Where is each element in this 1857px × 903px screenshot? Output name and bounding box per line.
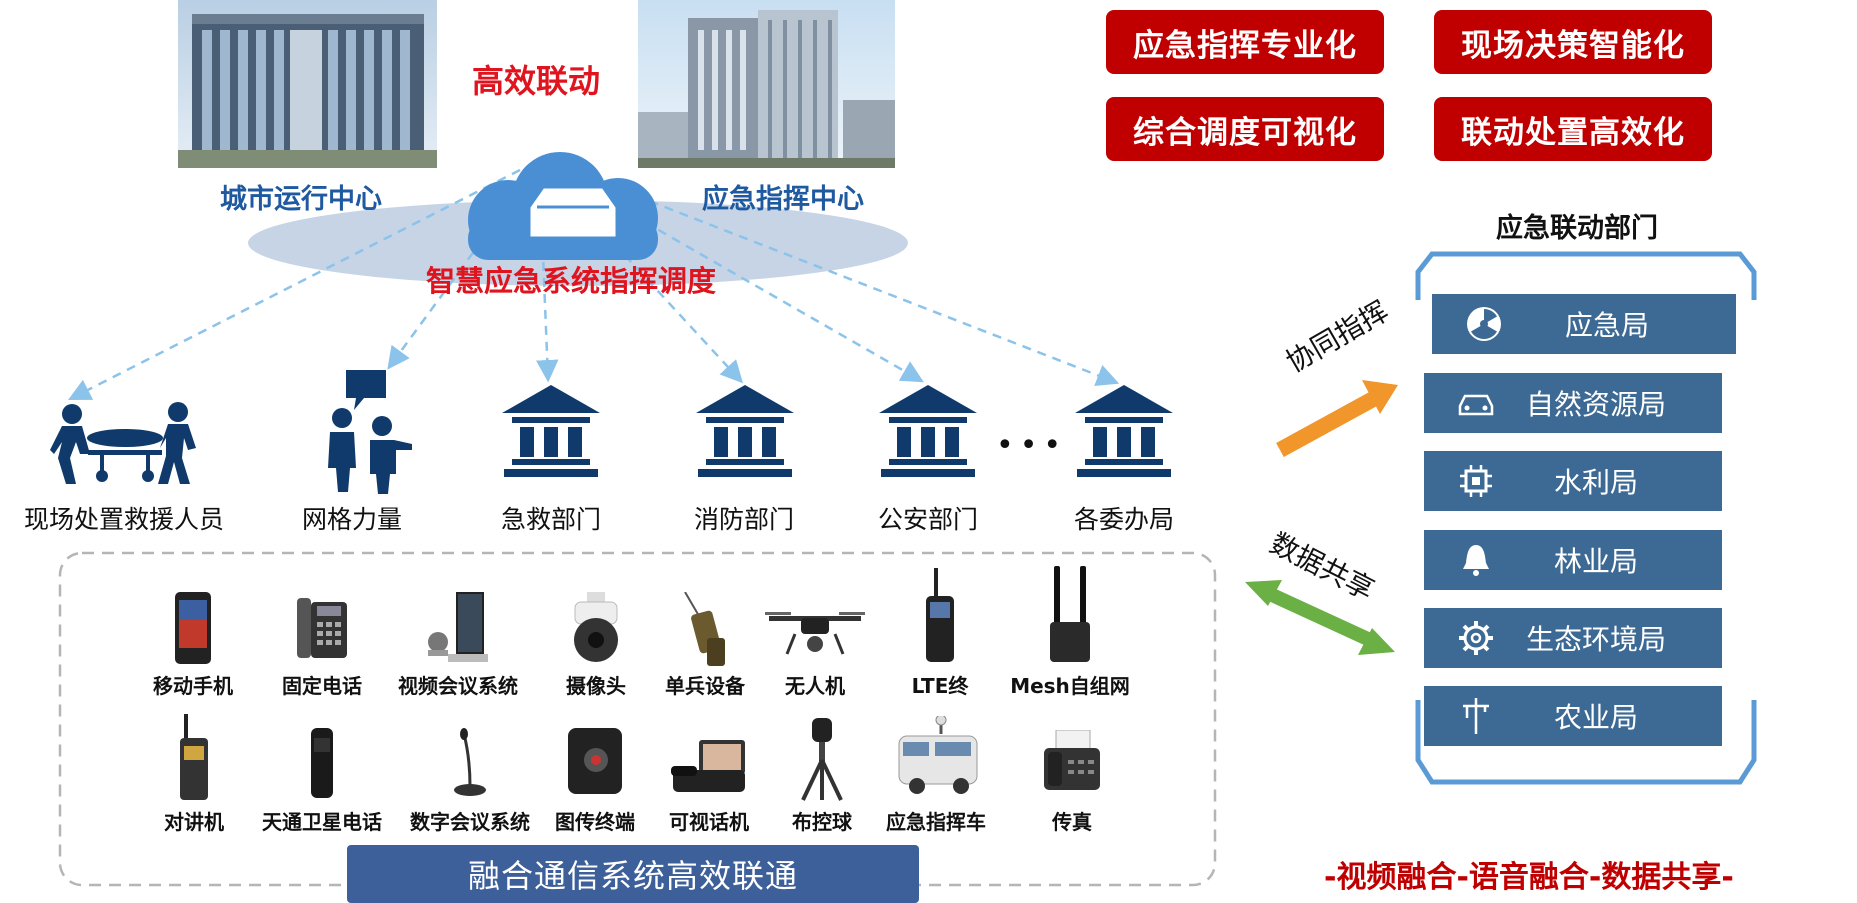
- dept-water: 水利局: [1424, 451, 1722, 511]
- pole-icon: [1446, 696, 1506, 736]
- badge-intelligent: 现场决策智能化: [1434, 10, 1712, 74]
- grid-force-icon: [328, 370, 412, 494]
- dept-emergency: 应急局: [1432, 294, 1736, 354]
- mobile-phone-icon: [175, 592, 211, 664]
- device-drone: 无人机: [755, 592, 875, 722]
- actor-label-first-aid: 急救部门: [500, 505, 602, 534]
- link-to-fire: [559, 184, 744, 384]
- walkie-talkie-icon: [180, 714, 208, 800]
- coordination-arrow: [1276, 380, 1398, 458]
- device-mobile: 移动手机: [133, 592, 253, 722]
- device-landline: 固定电话: [262, 592, 382, 722]
- device-video-phone: 可视话机: [649, 740, 769, 870]
- panel-bracket: [1415, 251, 1757, 785]
- device-walkie-talkie: 对讲机: [134, 714, 254, 844]
- device-control-ball: 布控球: [762, 718, 882, 848]
- device-mesh: Mesh自组网: [1010, 566, 1130, 698]
- chip-icon: [1446, 463, 1506, 499]
- device-command-vehicle: 应急指挥车: [876, 716, 996, 846]
- device-camera: 摄像头: [536, 592, 656, 722]
- right-panel-title: 应急联动部门: [1496, 213, 1658, 244]
- city-operation-center-photo: [178, 0, 437, 168]
- emergency-command-center-label: 应急指挥中心: [702, 184, 864, 215]
- city-operation-center-label: 城市运行中心: [220, 184, 382, 215]
- drone-icon: [765, 612, 865, 655]
- first-aid-dept-icon: [502, 385, 600, 477]
- footer-slogan: -视频融合-语音融合-数据共享-: [1324, 860, 1734, 895]
- dome-camera-icon: [574, 592, 618, 662]
- dept-label: 水利局: [1553, 466, 1638, 499]
- body-camera-icon: [568, 728, 622, 794]
- device-image-terminal: 图传终端: [535, 726, 655, 856]
- actor-label-committees: 各委办局: [1073, 505, 1175, 534]
- car-icon: [1446, 388, 1506, 418]
- device-fax: 传真: [1012, 730, 1132, 860]
- link-to-rescue: [67, 168, 521, 401]
- actor-label-fire: 消防部门: [693, 505, 795, 534]
- emergency-command-center-photo: [638, 0, 895, 168]
- dept-forestry: 林业局: [1424, 530, 1722, 590]
- dept-ecology: 生态环境局: [1424, 608, 1722, 668]
- dept-agriculture: 农业局: [1424, 686, 1722, 746]
- actor-label-rescue: 现场处置救援人员: [23, 505, 225, 534]
- video-phone-icon: [671, 740, 745, 792]
- box-icon: [527, 185, 619, 240]
- fire-dept-icon: [696, 385, 794, 477]
- comm-bar-label: 融合通信系统高效联通: [467, 857, 798, 895]
- dept-label: 应急局: [1564, 309, 1649, 342]
- police-dept-icon: [879, 385, 977, 477]
- device-sat-phone: 天通卫星电话: [262, 728, 382, 858]
- gooseneck-mic-icon: [454, 728, 486, 796]
- lte-radio-icon: [926, 568, 954, 662]
- fax-machine-icon: [1044, 730, 1100, 790]
- command-vehicle-icon: [898, 716, 978, 794]
- ellipsis: •••: [996, 428, 1068, 463]
- device-digital-conf: 数字会议系统: [410, 728, 530, 858]
- control-ball-icon: [801, 718, 843, 801]
- badge-efficient: 联动处置高效化: [1434, 97, 1712, 161]
- satellite-phone-icon: [311, 728, 333, 798]
- mesh-router-icon: [1050, 566, 1090, 662]
- actor-label-grid: 网格力量: [301, 505, 403, 534]
- badge-visual: 综合调度可视化: [1106, 97, 1384, 161]
- data-share-arrow: [1245, 580, 1395, 655]
- committees-icon: [1075, 385, 1173, 477]
- soldier-unit-icon: [684, 592, 725, 666]
- dept-label: 农业局: [1553, 701, 1638, 734]
- desk-phone-icon: [297, 598, 347, 658]
- comm-bar: 融合通信系统高效联通: [347, 845, 919, 903]
- video-conference-icon: [428, 592, 488, 662]
- badge-professional: 应急指挥专业化: [1106, 10, 1384, 74]
- dept-label: 生态环境局: [1525, 623, 1666, 656]
- gear-icon: [1446, 619, 1506, 657]
- dept-natural-resources: 自然资源局: [1424, 373, 1722, 433]
- rescue-stretcher-icon: [50, 402, 196, 484]
- bell-icon: [1446, 543, 1506, 577]
- radiation-icon: [1454, 305, 1514, 343]
- device-lte-terminal: LTE终端: [880, 568, 1000, 698]
- link-to-committees: [589, 176, 1120, 386]
- link-label: 高效联动: [472, 62, 601, 100]
- dept-label: 林业局: [1553, 545, 1638, 578]
- platform-label: 智慧应急系统指挥调度: [426, 264, 717, 298]
- device-video-conf: 视频会议系统: [398, 592, 518, 722]
- dept-label: 自然资源局: [1525, 388, 1666, 421]
- device-soldier-unit: 单兵设备: [645, 592, 765, 722]
- actor-label-police: 公安部门: [877, 505, 979, 534]
